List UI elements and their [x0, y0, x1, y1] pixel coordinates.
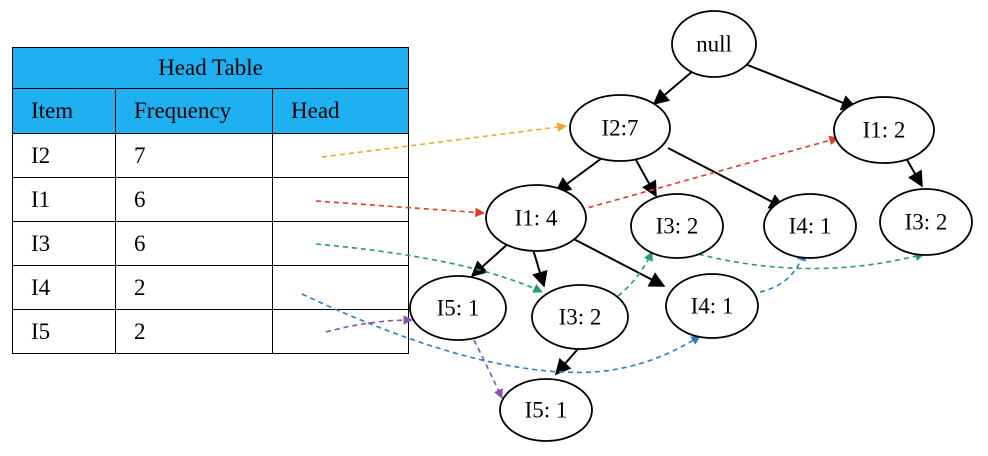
head-cell	[271, 133, 410, 178]
table-row: I3 6	[12, 221, 410, 266]
node-label-i4-a: I4: 1	[789, 214, 832, 239]
tree-node-i4-b	[665, 273, 759, 339]
tree-edge	[905, 157, 923, 188]
node-link-i5	[325, 315, 413, 333]
node-label-i3-b: I3: 2	[559, 305, 602, 330]
node-label-i5-a: I5: 1	[437, 296, 480, 321]
frequency-cell: 2	[115, 309, 273, 354]
item-cell: I4	[12, 265, 116, 310]
tree-edge	[667, 147, 786, 209]
table-row: I5 2	[12, 309, 410, 354]
head-table: Head Table Item Frequency Head I2 7 I1 6…	[11, 47, 410, 354]
node-link-i4	[759, 251, 807, 293]
node-label-i3-right: I3: 2	[905, 210, 948, 235]
tree-node-i2	[569, 94, 671, 162]
head-cell	[271, 177, 410, 222]
node-label-i2: I2:7	[601, 116, 638, 141]
tree-node-i3-a	[630, 193, 724, 259]
item-cell: I5	[12, 309, 116, 354]
table-row: I2 7	[12, 133, 410, 178]
node-link-i3	[689, 251, 925, 270]
tree-edge	[554, 157, 603, 193]
node-link-i1	[315, 200, 485, 218]
tree-edge	[739, 61, 858, 111]
node-link-i3	[617, 251, 653, 297]
item-cell: I1	[12, 177, 116, 222]
node-label-root: null	[696, 32, 732, 57]
node-label-i1-right: I1: 2	[863, 118, 906, 143]
tree-node-i4-a	[763, 193, 857, 259]
frequency-cell: 6	[115, 221, 273, 266]
table-row: I4 2	[12, 265, 410, 310]
tree-node-root	[671, 10, 757, 78]
tree-node-i3-right	[879, 188, 973, 256]
table-row: I1 6	[12, 177, 410, 222]
node-link-i2	[321, 122, 567, 158]
node-label-i3-a: I3: 2	[656, 214, 699, 239]
tree-node-i5-a	[409, 275, 507, 341]
frequency-cell: 2	[115, 265, 273, 310]
tree-edge	[652, 69, 695, 106]
column-header-head: Head	[271, 88, 410, 134]
head-cell	[271, 309, 410, 354]
node-link-i4	[301, 293, 701, 374]
tree-node-i5-b	[499, 378, 593, 442]
node-label-i4-b: I4: 1	[691, 294, 734, 319]
tree-edge	[470, 241, 511, 278]
tree-node-i1-right	[833, 96, 935, 164]
node-link-i3	[315, 243, 543, 293]
node-label-i1: I1: 4	[515, 206, 558, 231]
node-label-i5-b: I5: 1	[525, 398, 568, 423]
tree-edge	[635, 159, 657, 198]
tree-node-i3-b	[531, 284, 629, 350]
tree-edge	[531, 245, 548, 288]
item-cell: I2	[12, 133, 116, 178]
frequency-cell: 7	[115, 133, 273, 178]
head-table-title: Head Table	[11, 47, 410, 89]
tree-node-i1	[485, 184, 587, 252]
node-link-i5	[473, 339, 503, 399]
tree-edge	[567, 235, 666, 287]
